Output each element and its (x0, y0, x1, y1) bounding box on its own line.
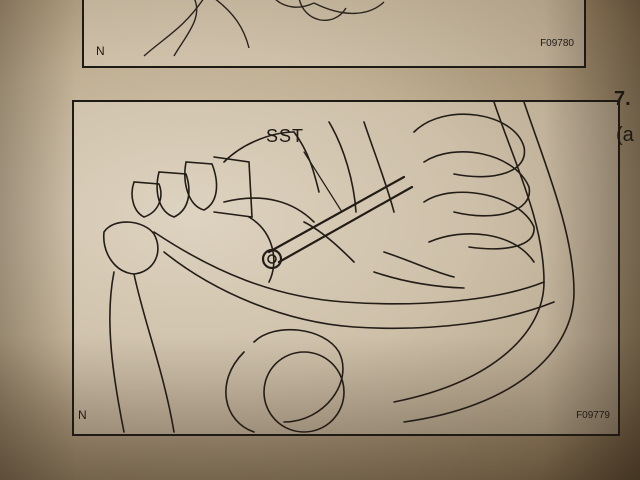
main-figure-code: F09779 (576, 410, 610, 421)
sst-tool (267, 175, 406, 254)
top-figure-orientation-label: N (96, 44, 105, 58)
main-figure: SST N F09779 (72, 100, 620, 436)
sst-callout-label: SST (266, 126, 305, 146)
top-figure: N F09780 (82, 0, 586, 68)
callout-leader (303, 151, 343, 213)
main-figure-orientation-label: N (78, 408, 87, 422)
dust-boot (131, 181, 162, 218)
sub-step-label: (a (616, 124, 634, 146)
control-arm (153, 231, 545, 305)
top-figure-code: F09780 (540, 38, 574, 49)
top-figure-drawing (143, 0, 385, 57)
ball-joint-nut (261, 248, 283, 270)
suspension-illustration (103, 102, 575, 433)
step-number: 7. (614, 88, 631, 110)
coil-spring (413, 113, 526, 178)
